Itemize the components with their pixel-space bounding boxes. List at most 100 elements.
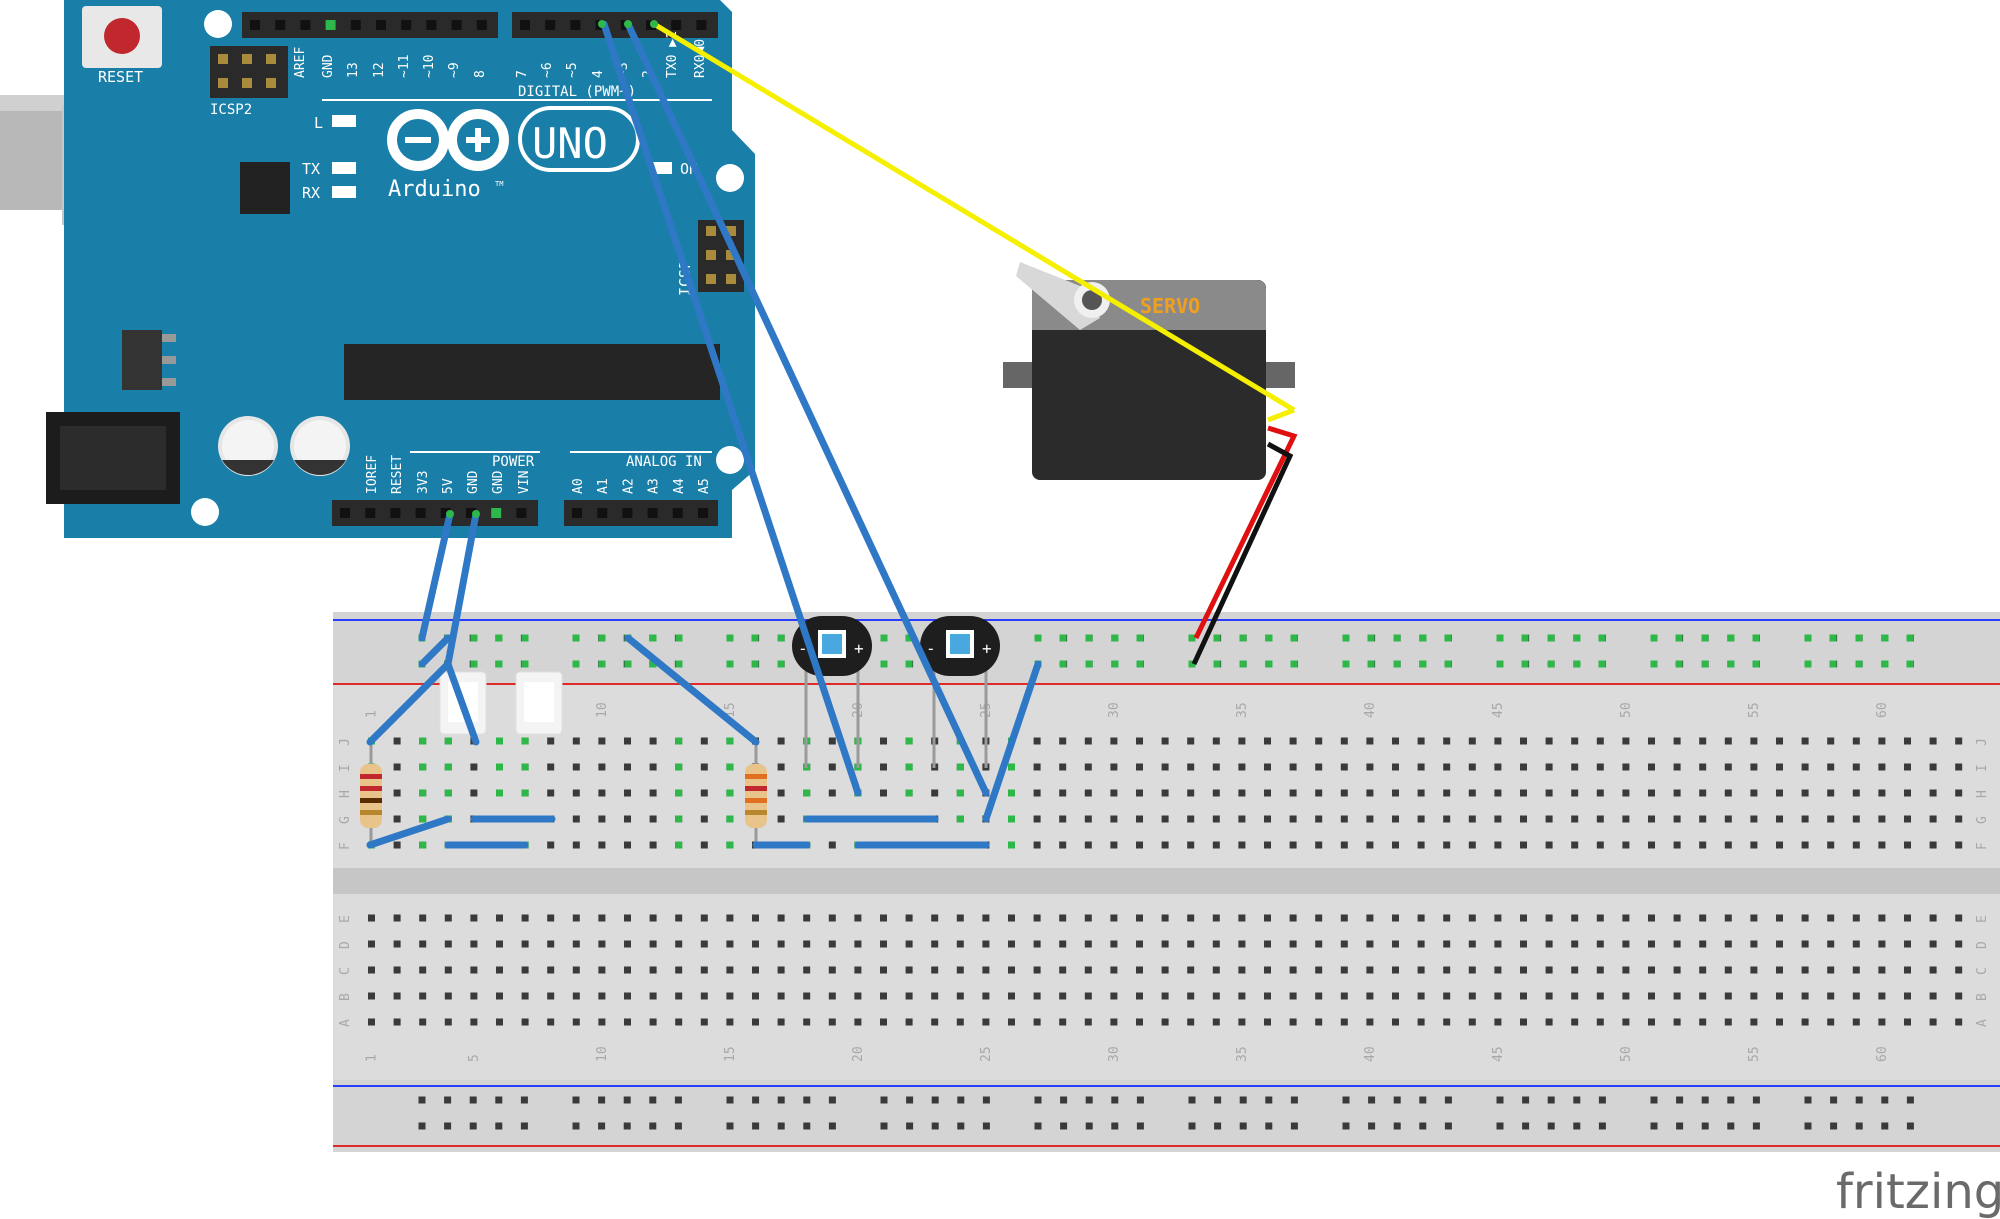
- power-rail-hole: [1342, 1122, 1350, 1130]
- breadboard-hole: [1699, 841, 1707, 849]
- breadboard-hole: [1238, 914, 1246, 922]
- breadboard-hole: [572, 737, 580, 745]
- breadboard-hole: [1648, 914, 1655, 922]
- led-l: [332, 115, 356, 127]
- breadboard-hole: [1110, 992, 1118, 1000]
- breadboard-hole: [1494, 966, 1502, 974]
- wires: [366, 20, 1298, 849]
- breadboard-hole: [1673, 940, 1681, 948]
- power-rail-hole: [1752, 1096, 1760, 1104]
- breadboard-hole: [1315, 1018, 1323, 1026]
- power-rail-hole-connected: [649, 660, 657, 668]
- breadboard-hole: [1545, 763, 1553, 771]
- breadboard-hole: [1366, 966, 1374, 974]
- breadboard-hole: [649, 763, 657, 771]
- breadboard-hole: [1238, 815, 1246, 823]
- mounting-hole: [204, 10, 232, 38]
- row-letter: E: [338, 915, 353, 923]
- breadboard-hole: [700, 914, 708, 922]
- resistor: [745, 764, 767, 828]
- breadboard-hole: [1315, 815, 1323, 823]
- power-rail-hole: [495, 1122, 503, 1130]
- center-channel: [333, 868, 2000, 894]
- breadboard-hole: [1443, 966, 1451, 974]
- breadboard-hole: [1904, 966, 1911, 974]
- breadboard-hole: [1776, 914, 1783, 922]
- power-rail-hole: [418, 1096, 426, 1104]
- breadboard-hole: [777, 992, 785, 1000]
- breadboard-hole: [1084, 737, 1092, 745]
- breadboard-hole-connected: [675, 815, 683, 823]
- breadboard-hole: [1059, 992, 1067, 1000]
- breadboard-hole: [1033, 940, 1041, 948]
- power-rail-hole-connected: [880, 660, 888, 668]
- power-pin: [340, 508, 350, 518]
- breadboard-hole: [905, 914, 913, 922]
- breadboard-hole: [393, 815, 401, 823]
- breadboard-hole: [803, 914, 811, 922]
- breadboard-hole: [1699, 992, 1707, 1000]
- breadboard-hole: [675, 914, 683, 922]
- breadboard-hole: [1238, 1018, 1246, 1026]
- power-rail-hole: [752, 1122, 760, 1130]
- breadboard-hole: [1494, 789, 1502, 797]
- breadboard-hole: [1929, 966, 1937, 974]
- breadboard-hole: [1366, 815, 1374, 823]
- power-rail-hole: [1752, 1122, 1760, 1130]
- breadboard-hole: [1417, 815, 1425, 823]
- column-number: 40: [1363, 1046, 1378, 1062]
- breadboard-hole: [624, 815, 631, 823]
- reset-button-cap[interactable]: [104, 18, 140, 54]
- breadboard-hole: [854, 992, 862, 1000]
- breadboard-hole: [982, 914, 990, 922]
- breadboard-hole: [1852, 737, 1860, 745]
- breadboard-hole: [828, 914, 836, 922]
- power-rail-hole-connected: [1496, 660, 1504, 668]
- breadboard-hole: [1187, 841, 1195, 849]
- breadboard-hole: [521, 1018, 529, 1026]
- breadboard-hole: [1264, 737, 1271, 745]
- breadboard-hole-connected: [496, 737, 503, 745]
- breadboard-hole: [1724, 841, 1732, 849]
- breadboard-hole: [1596, 992, 1604, 1000]
- breadboard-hole: [1571, 789, 1579, 797]
- power-rail-hole: [1290, 1096, 1298, 1104]
- breadboard-hole: [1622, 789, 1630, 797]
- breadboard-hole: [1827, 789, 1835, 797]
- breadboard-hole: [1929, 815, 1937, 823]
- breadboard-hole: [1110, 966, 1118, 974]
- breadboard-hole: [368, 914, 375, 922]
- breadboard-hole: [1366, 789, 1374, 797]
- breadboard-hole: [1392, 992, 1399, 1000]
- digital-pin: [250, 20, 260, 30]
- breadboard-hole: [624, 1018, 631, 1026]
- breadboard-hole: [1161, 789, 1169, 797]
- power-rail-hole-connected: [1829, 660, 1837, 668]
- analog-pin: [672, 508, 683, 518]
- breadboard-hole: [496, 992, 503, 1000]
- power-rail-hole: [1239, 1096, 1247, 1104]
- breadboard-hole: [1955, 914, 1963, 922]
- jumper-wire: [366, 815, 452, 849]
- column-number: 10: [595, 702, 610, 718]
- breadboard-hole: [1571, 815, 1579, 823]
- power-rail-hole: [1188, 1122, 1196, 1130]
- breadboard-hole: [1084, 940, 1092, 948]
- breadboard-hole: [1750, 1018, 1758, 1026]
- breadboard-hole: [1520, 763, 1527, 771]
- breadboard-hole: [1366, 1018, 1374, 1026]
- power-rail-hole: [1419, 1096, 1427, 1104]
- breadboard-hole: [598, 1018, 606, 1026]
- breadboard-hole: [1084, 1018, 1092, 1026]
- breadboard-hole: [726, 940, 734, 948]
- light-sensor-lens: [950, 634, 970, 654]
- breadboard-hole: [1648, 737, 1655, 745]
- breadboard-hole: [1648, 789, 1655, 797]
- breadboard-holes: [368, 634, 1963, 1130]
- breadboard-hole: [1161, 763, 1169, 771]
- row-letter: H: [338, 790, 353, 798]
- breadboard-hole: [1724, 815, 1732, 823]
- column-number: 55: [1747, 1046, 1762, 1062]
